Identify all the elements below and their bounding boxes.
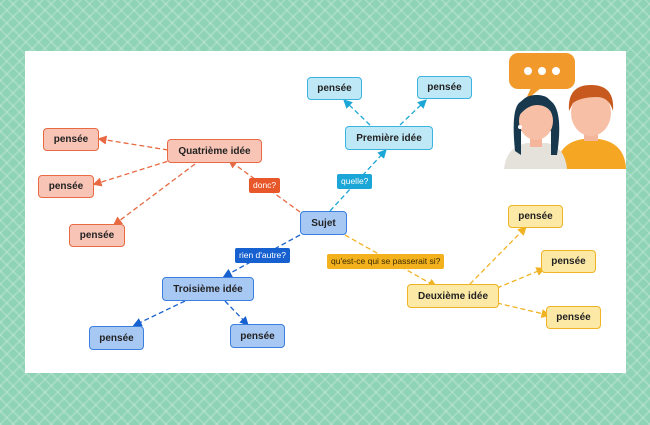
fourth-idea-link-label: donc? <box>249 178 281 193</box>
second-thought-node-1[interactable]: pensée <box>508 205 563 228</box>
fourth-idea-node[interactable]: Quatrième idée <box>167 139 262 163</box>
subject-node[interactable]: Sujet <box>300 211 347 235</box>
first-idea-node[interactable]: Première idée <box>345 126 433 150</box>
second-idea-node[interactable]: Deuxième idée <box>407 284 499 308</box>
first-thought-node-2[interactable]: pensée <box>417 76 472 99</box>
fourth-thought-node-1[interactable]: pensée <box>43 128 99 151</box>
third-thought-node-1[interactable]: pensée <box>89 326 144 350</box>
people-illustration <box>504 53 626 169</box>
first-thought-node-1[interactable]: pensée <box>307 77 362 100</box>
woman-avatar <box>504 95 567 169</box>
man-avatar <box>557 85 626 169</box>
fourth-thought-node-2[interactable]: pensée <box>38 175 94 198</box>
second-thought-node-2[interactable]: pensée <box>541 250 596 273</box>
second-thought-node-3[interactable]: pensée <box>546 306 601 329</box>
chat-bubble-icon <box>509 53 575 101</box>
third-idea-node[interactable]: Troisième idée <box>162 277 254 301</box>
mind-map-board: Sujet Quatrième idée donc? pensée pensée… <box>25 51 626 373</box>
fourth-thought-node-3[interactable]: pensée <box>69 224 125 247</box>
second-idea-link-label: qu'est-ce qui se passerait si? <box>327 254 445 269</box>
first-idea-link-label: quelle? <box>337 174 373 189</box>
third-thought-node-2[interactable]: pensée <box>230 324 285 348</box>
third-idea-link-label: rien d'autre? <box>235 248 290 263</box>
